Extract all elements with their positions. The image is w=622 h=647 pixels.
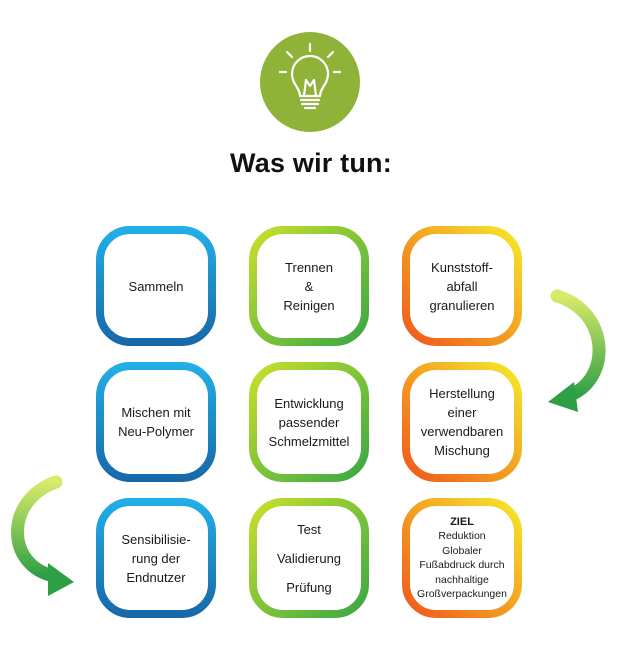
step-label-line: passender bbox=[278, 414, 340, 430]
step-label-line: Sensibilisie- bbox=[121, 531, 191, 547]
step-box bbox=[96, 362, 216, 482]
step-label-line: abfall bbox=[446, 278, 478, 294]
step-box bbox=[249, 498, 369, 618]
step-label-line: Kunststoff- bbox=[431, 259, 493, 275]
step-label-line: Reduktion bbox=[438, 530, 486, 542]
step-box bbox=[402, 226, 522, 346]
step-label-line: & bbox=[304, 278, 314, 294]
step-box bbox=[249, 362, 369, 482]
step-label-line: Schmelzmittel bbox=[268, 433, 350, 449]
step-label-line: Endnutzer bbox=[126, 569, 186, 585]
step-label: Trennen & Reinigen bbox=[257, 234, 361, 338]
step-boxes bbox=[96, 226, 522, 618]
step-label: Sammeln bbox=[104, 234, 208, 338]
step-label-line: Neu-Polymer bbox=[118, 424, 194, 439]
step-label-line: Globaler bbox=[442, 544, 482, 557]
step-label-line: Sammeln bbox=[128, 278, 184, 294]
step-label-line: Fußabdruck durch bbox=[419, 559, 505, 571]
step-label-line: rung der bbox=[131, 550, 181, 566]
step-box bbox=[96, 498, 216, 618]
step-label-line: Prüfung bbox=[286, 579, 332, 595]
step-label-line: Herstellung bbox=[429, 386, 495, 401]
step-box bbox=[402, 498, 522, 618]
step-label-line: verwendbaren bbox=[420, 424, 504, 439]
step-label-line: Entwicklung bbox=[274, 395, 344, 411]
goal-heading: ZIEL bbox=[450, 515, 474, 528]
step-label-line: Validierung bbox=[276, 550, 342, 566]
step-label-line: Test bbox=[297, 521, 321, 537]
step-label-line: Mischen mit bbox=[121, 405, 191, 420]
page-title: Was wir tun: bbox=[230, 148, 392, 178]
step-box bbox=[96, 226, 216, 346]
step-label: Kunststoff-abfall granulieren bbox=[410, 234, 514, 338]
step-box bbox=[249, 226, 369, 346]
step-label-line: Reinigen bbox=[283, 297, 335, 313]
step-label-line: Großverpackungen bbox=[417, 588, 507, 600]
step-label-line: einer bbox=[447, 405, 477, 420]
step-label-line: Trennen bbox=[285, 259, 333, 275]
step-box bbox=[402, 362, 522, 482]
curved-arrow-right-icon bbox=[548, 289, 606, 412]
step-label-line: Mischung bbox=[434, 443, 490, 458]
curved-arrow-left-icon bbox=[11, 475, 74, 596]
connector-links bbox=[214, 282, 405, 581]
step-label-line: granulieren bbox=[429, 297, 495, 313]
lightbulb-icon bbox=[260, 32, 360, 132]
step-label-line: nachhaltige bbox=[435, 573, 489, 586]
